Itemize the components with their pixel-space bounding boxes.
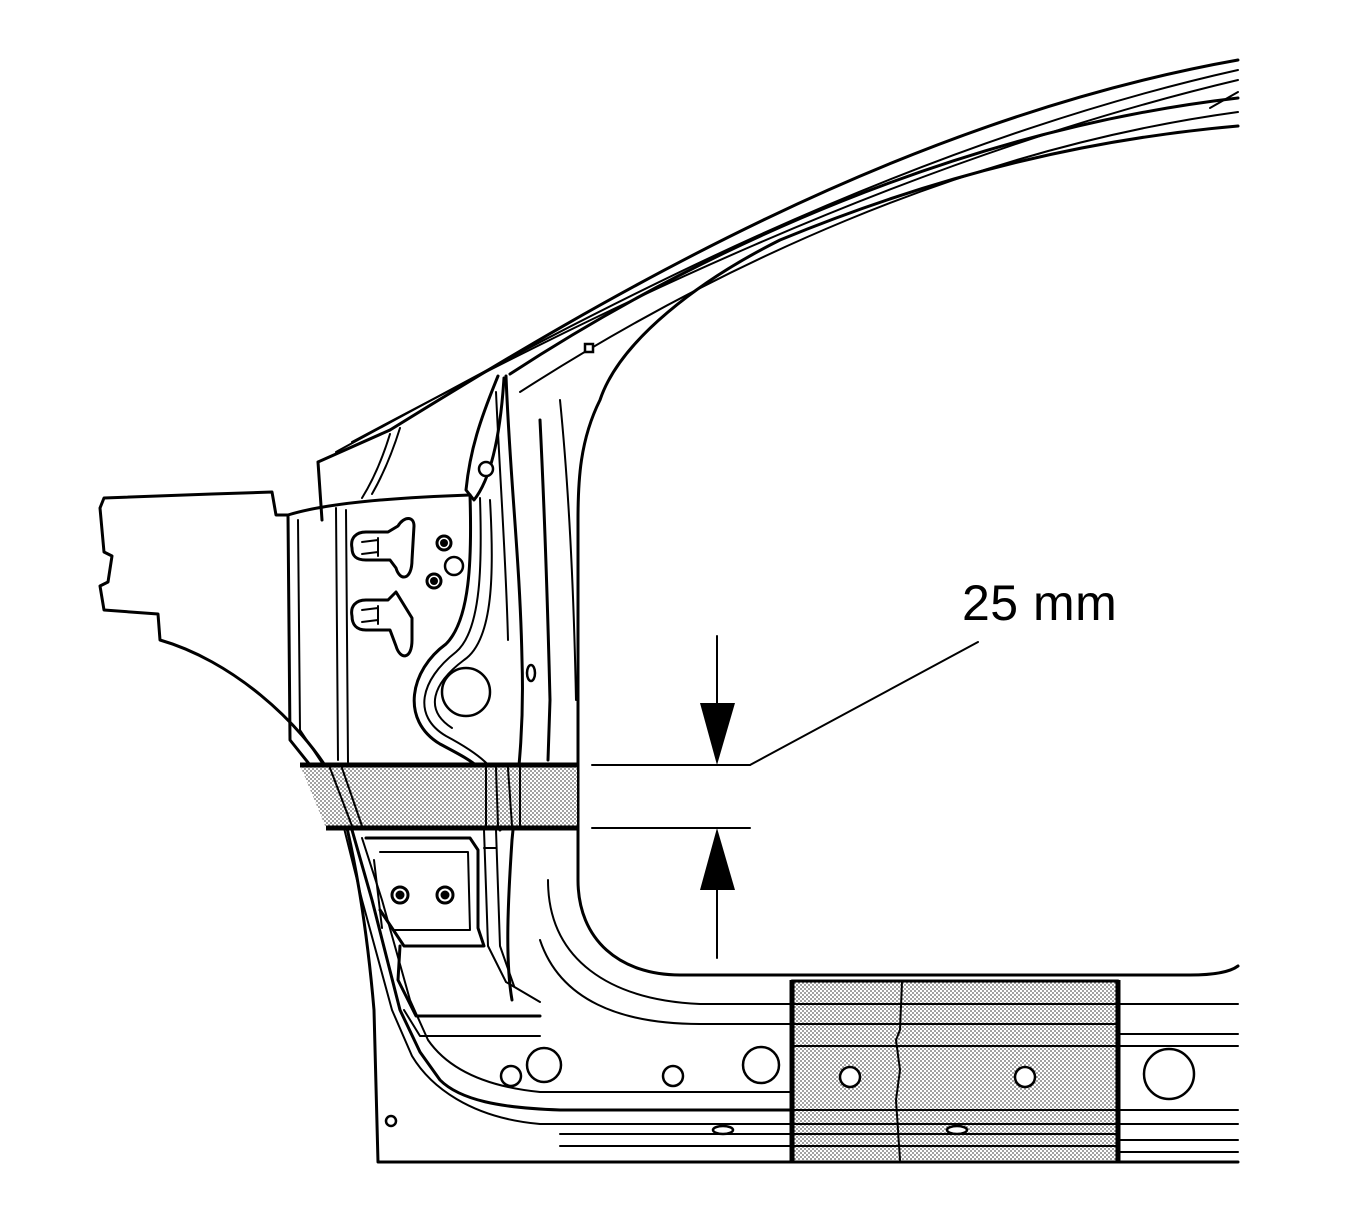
hinge-slots	[350, 517, 416, 658]
lower-pillar-holes	[384, 885, 455, 1128]
rocker-panel	[499, 1003, 1239, 1153]
dimension-25mm	[591, 635, 979, 959]
rocker-section-zone	[789, 979, 1121, 1162]
body-side-outline	[98, 58, 1240, 1164]
a-pillar	[286, 374, 580, 1002]
dimension-label: 25 mm	[962, 575, 1118, 631]
pillar-section-band	[300, 762, 577, 831]
leader-line	[749, 641, 979, 766]
pillar-holes	[425, 342, 595, 718]
lower-pillar	[341, 819, 792, 1125]
door-opening	[539, 758, 1240, 1025]
